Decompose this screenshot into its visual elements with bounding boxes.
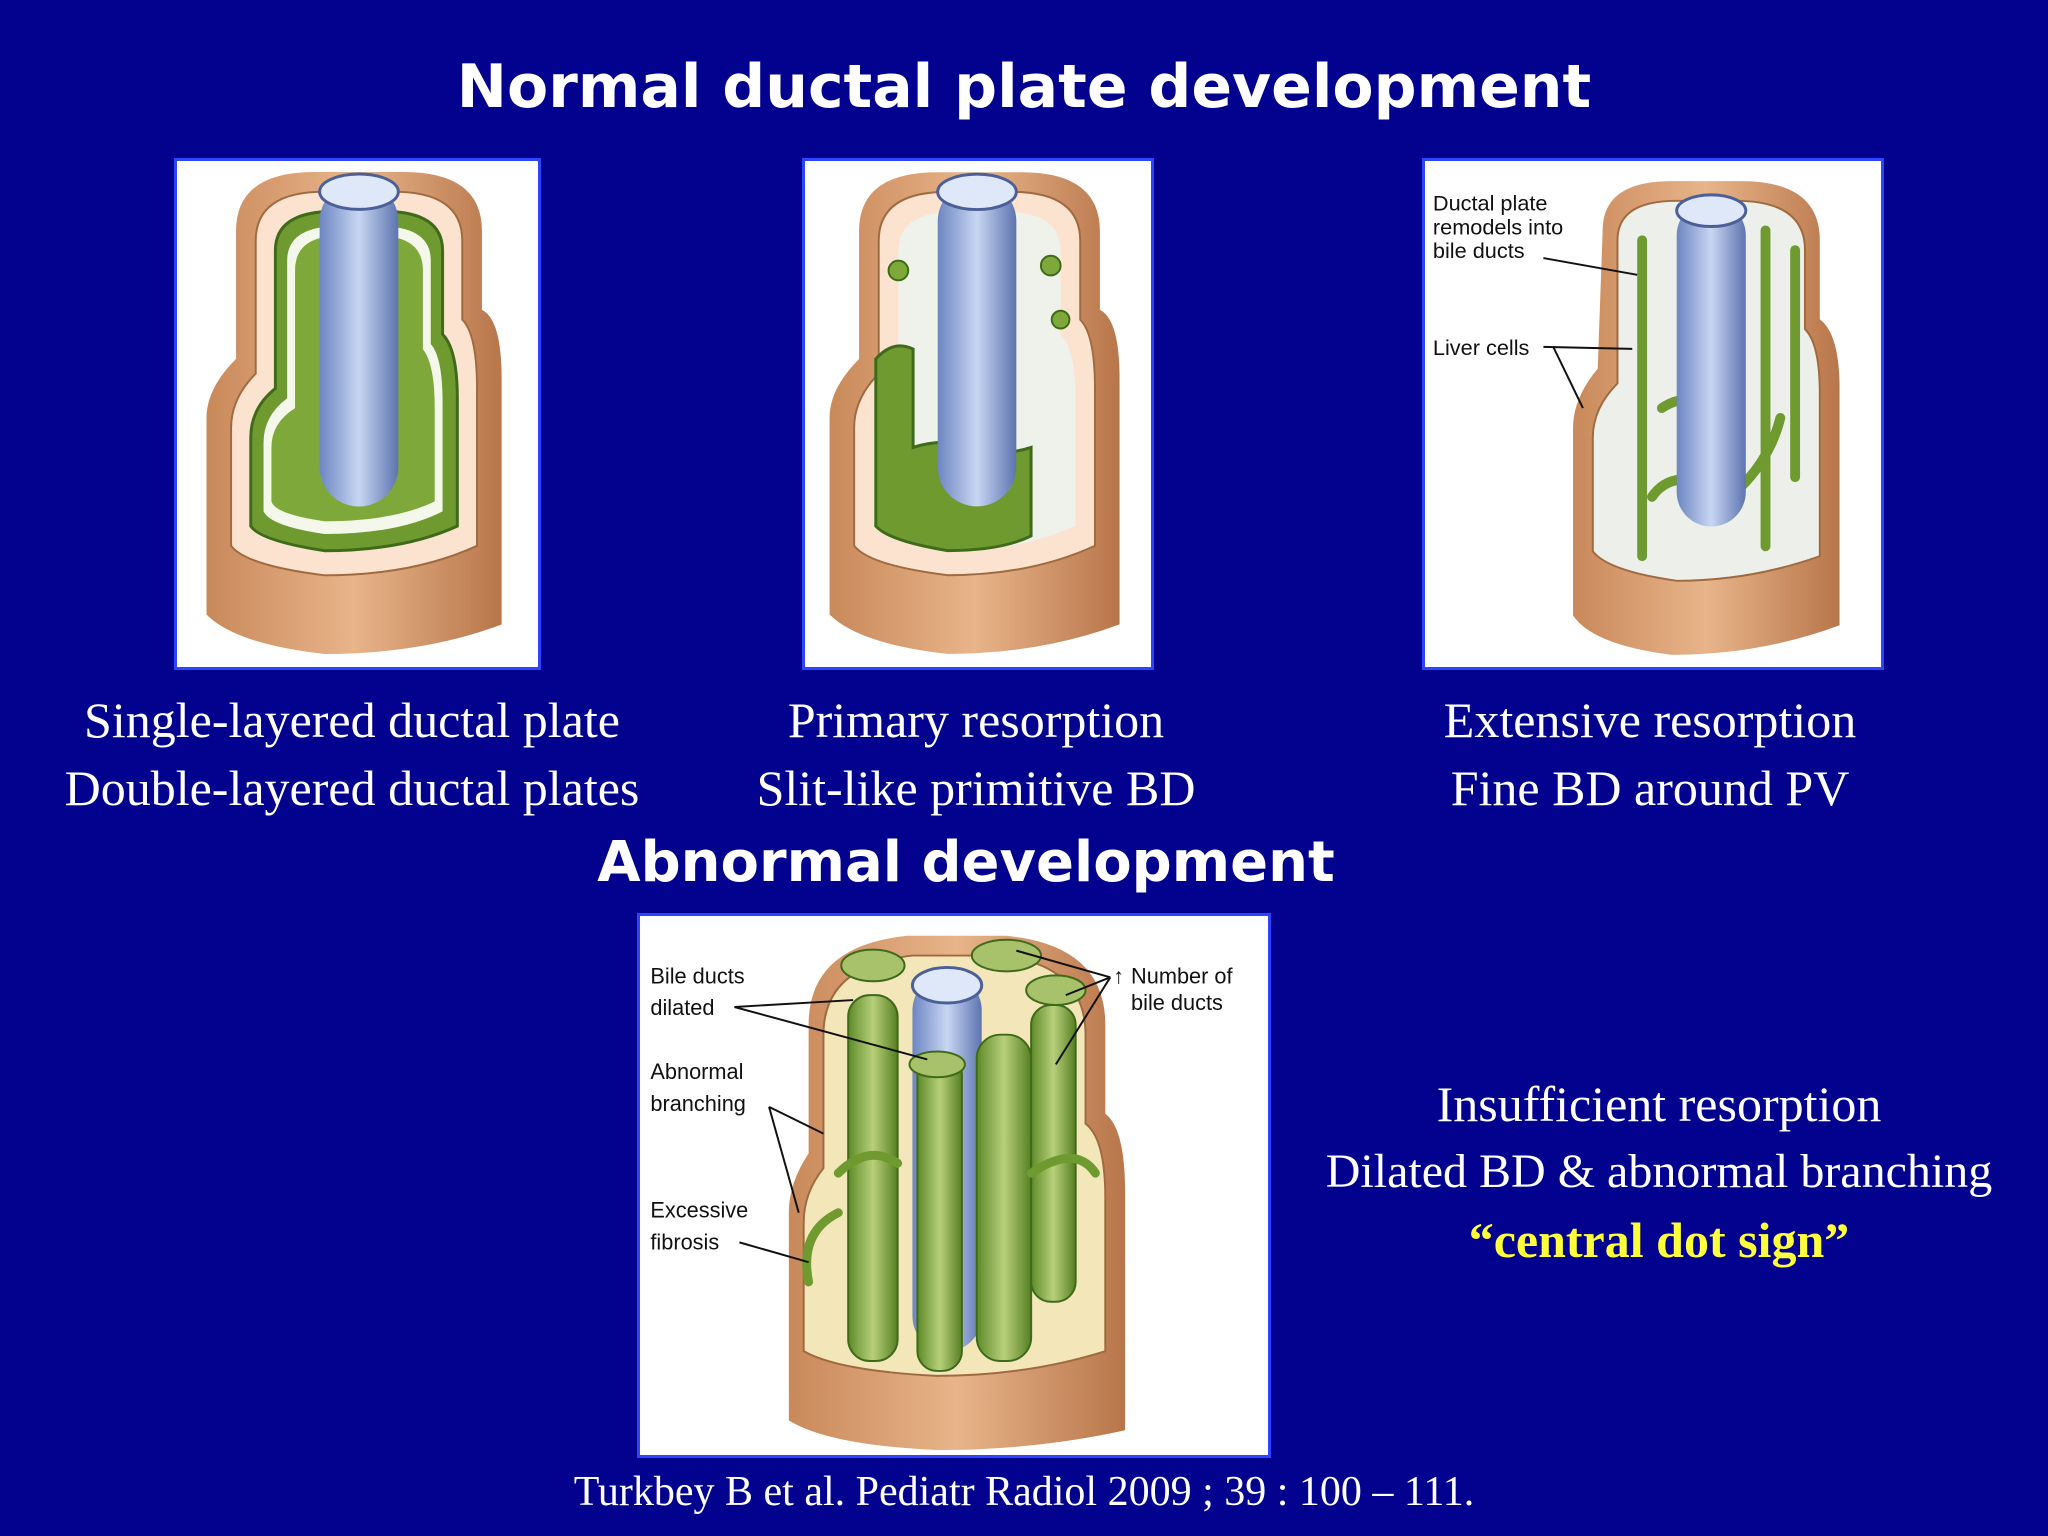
- title-abnormal: Abnormal development: [597, 830, 1335, 895]
- caption-abnormal: Insufficient resorption Dilated BD & abn…: [1270, 1070, 2048, 1274]
- label-excessive-fibrosis-1: Excessive: [650, 1198, 748, 1223]
- label-bile-dilated-1: Bile ducts: [650, 963, 744, 988]
- citation: Turkbey B et al. Pediatr Radiol 2009 ; 3…: [573, 1469, 1475, 1515]
- caption-panel-3-line-2: Fine BD around PV: [1450, 760, 1850, 816]
- ductal-plate-illustration-1: [206, 172, 502, 655]
- label-ductal-plate-1: Ductal plate: [1433, 191, 1548, 216]
- caption-panel-2-line-1: Primary resorption: [787, 692, 1165, 748]
- caption-panel-3: Extensive resorption Fine BD around PV: [1340, 686, 1960, 822]
- label-ductal-plate-2: remodels into: [1433, 214, 1563, 239]
- panel-primary-resorption: [802, 158, 1154, 670]
- caption-panel-2-line-2: Slit-like primitive BD: [756, 760, 1196, 816]
- panel-abnormal: Bile ducts dilated Abnormal branching Ex…: [637, 913, 1271, 1458]
- label-abnormal-branching-1: Abnormal: [650, 1059, 743, 1084]
- label-ductal-plate-3: bile ducts: [1433, 238, 1525, 263]
- caption-panel-3-line-1: Extensive resorption: [1443, 692, 1857, 748]
- panel-single-layered: [174, 158, 541, 670]
- abnormal-development-illustration: Bile ducts dilated Abnormal branching Ex…: [650, 935, 1234, 1451]
- label-number-ducts-2: bile ducts: [1131, 990, 1223, 1015]
- label-abnormal-branching-2: branching: [650, 1091, 746, 1116]
- ductal-plate-illustration-2: [829, 172, 1120, 654]
- caption-panel-1: Single-layered ductal plate Double-layer…: [0, 686, 704, 822]
- label-bile-dilated-2: dilated: [650, 995, 714, 1020]
- panel-extensive-resorption: Ductal plate remodels into bile ducts Li…: [1422, 158, 1884, 670]
- label-number-ducts-1: Number of: [1131, 963, 1233, 988]
- label-excessive-fibrosis-2: fibrosis: [650, 1229, 719, 1254]
- caption-abnormal-line-1: Insufficient resorption: [1436, 1076, 1882, 1132]
- caption-panel-2: Primary resorption Slit-like primitive B…: [704, 686, 1248, 822]
- ductal-plate-illustration-3: Ductal plate remodels into bile ducts Li…: [1433, 181, 1840, 655]
- title-normal: Normal ductal plate development: [456, 52, 1592, 122]
- label-liver-cells: Liver cells: [1433, 335, 1530, 360]
- caption-panel-1-line-1: Single-layered ductal plate: [84, 692, 620, 748]
- up-arrow-icon: ↑: [1113, 963, 1124, 988]
- caption-abnormal-line-2: Dilated BD & abnormal branching: [1325, 1145, 1993, 1198]
- central-dot-sign: “central dot sign”: [1468, 1212, 1850, 1268]
- caption-panel-1-line-2: Double-layered ductal plates: [64, 760, 640, 816]
